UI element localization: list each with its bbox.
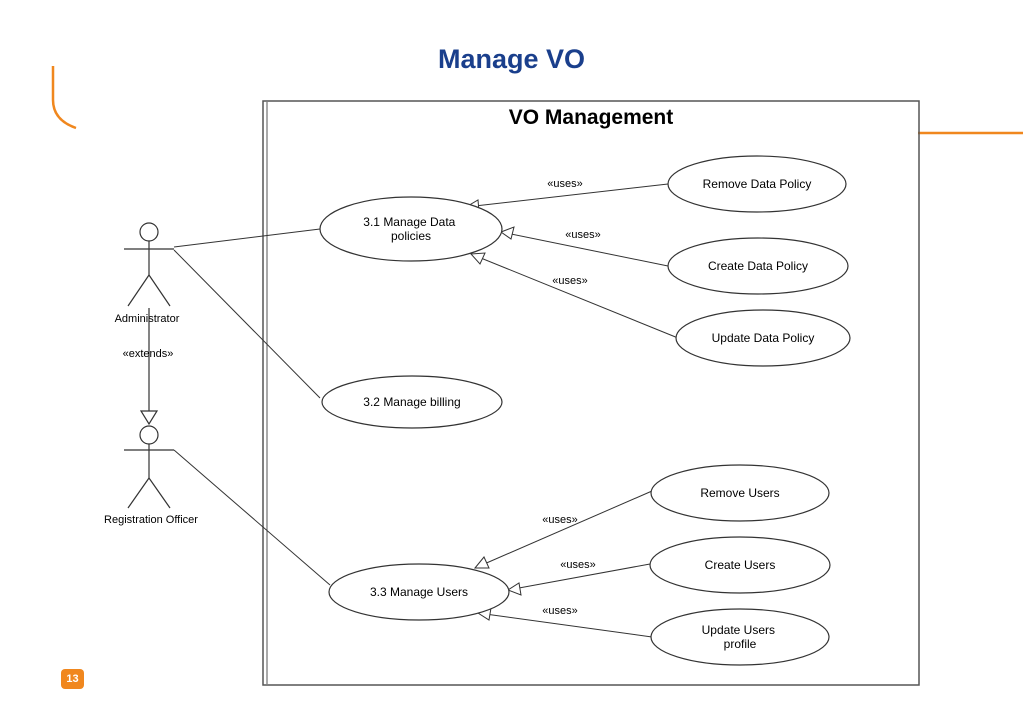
uses-label-update-dp: «uses» <box>552 275 587 287</box>
actor-administrator <box>124 222 174 307</box>
uses-line-update-dp <box>470 253 679 339</box>
actor-administrator-label: Administrator <box>115 313 180 325</box>
use-case-manage-users <box>328 563 510 621</box>
use-case-manage-billing-label: 3.2 Manage billing <box>363 395 460 409</box>
use-case-update-users-profile-label: Update Users profile <box>702 623 779 651</box>
actor-registration-officer-label: Registration Officer <box>104 514 198 526</box>
decorative-bracket-left <box>51 66 77 130</box>
uses-line-update-u <box>477 612 653 638</box>
system-boundary-title: VO Management <box>509 106 674 129</box>
use-case-update-users-profile <box>650 608 830 666</box>
slide-title: Manage VO <box>437 44 586 74</box>
use-case-create-data-policy <box>667 237 849 295</box>
uses-arrowhead-update-dp <box>469 252 486 265</box>
use-case-update-users-profile-line2: profile <box>724 637 757 651</box>
extends-label: «extends» <box>123 348 174 360</box>
extends-arrowhead <box>139 410 159 426</box>
use-case-update-data-policy <box>675 309 851 367</box>
uses-label-create-u: «uses» <box>560 559 595 571</box>
use-case-manage-data-policies-label: 3.1 Manage Data policies <box>363 215 458 243</box>
page-number-badge: 13 <box>61 669 84 689</box>
system-boundary <box>262 100 920 686</box>
use-case-manage-data-policies-line2: policies <box>391 229 431 243</box>
uses-line-remove-dp <box>465 183 669 208</box>
uses-arrowhead-remove-u <box>473 556 490 569</box>
use-case-remove-data-policy <box>667 155 847 213</box>
use-case-manage-data-policies <box>319 196 503 262</box>
use-case-manage-billing <box>321 375 503 429</box>
uses-line-create-dp <box>500 231 669 267</box>
uses-label-remove-u: «uses» <box>542 514 577 526</box>
use-case-remove-users-label: Remove Users <box>700 486 779 500</box>
uses-line-create-u <box>507 563 651 591</box>
actor-registration-officer <box>124 425 174 509</box>
uses-label-update-u: «uses» <box>542 605 577 617</box>
uses-arrowhead-create-u <box>506 582 522 596</box>
use-case-create-users-label: Create Users <box>705 558 776 572</box>
assoc-admin-uc31 <box>173 228 321 248</box>
assoc-officer-uc33 <box>173 449 331 586</box>
uses-arrowhead-create-dp <box>499 226 515 240</box>
assoc-admin-uc32 <box>173 249 321 399</box>
use-case-manage-users-label: 3.3 Manage Users <box>370 585 468 599</box>
uses-label-remove-dp: «uses» <box>547 178 582 190</box>
uses-label-create-dp: «uses» <box>565 229 600 241</box>
uses-line-remove-u <box>474 490 653 569</box>
use-case-create-users <box>649 536 831 594</box>
use-case-manage-data-policies-line1: 3.1 Manage Data <box>363 215 455 229</box>
use-case-create-data-policy-label: Create Data Policy <box>708 259 808 273</box>
use-case-remove-users <box>650 464 830 522</box>
use-case-remove-data-policy-label: Remove Data Policy <box>703 177 812 191</box>
use-case-update-users-profile-line1: Update Users <box>702 623 775 637</box>
use-case-update-data-policy-label: Update Data Policy <box>712 331 815 345</box>
